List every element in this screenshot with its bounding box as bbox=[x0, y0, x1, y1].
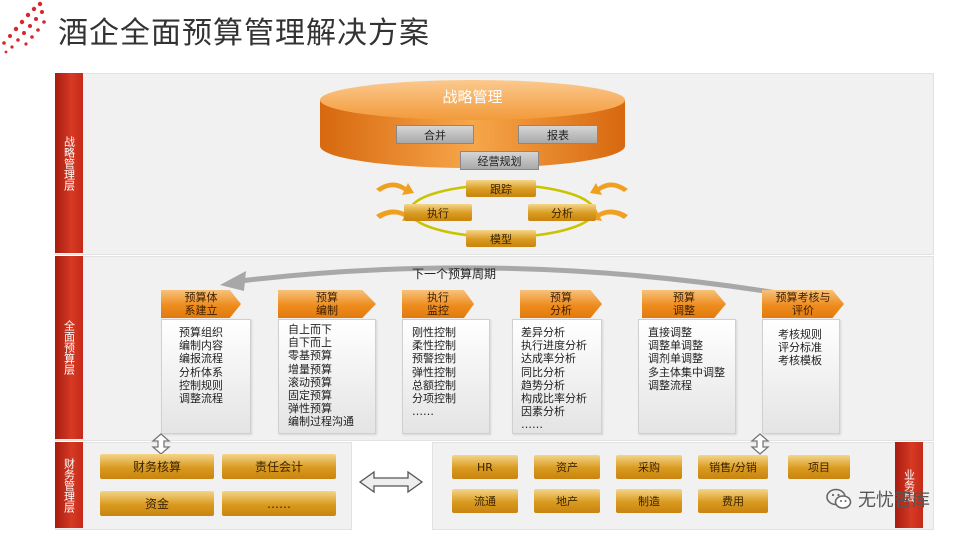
business-item-procurement[interactable]: 采购 bbox=[616, 455, 682, 479]
finance-item-accounting[interactable]: 财务核算 bbox=[100, 454, 214, 479]
updown-arrow-icon bbox=[750, 433, 770, 455]
stage-header-analysis: 预算分析 bbox=[520, 290, 602, 318]
report-button[interactable]: 报表 bbox=[518, 125, 598, 144]
stage-body-evaluate: 考核规则评分标准考核模板 bbox=[762, 319, 840, 434]
stage-header-adjust: 预算调整 bbox=[642, 290, 726, 318]
business-item-sales[interactable]: 销售/分销 bbox=[698, 455, 768, 479]
layer-label-finance: 财务管理层 bbox=[55, 442, 83, 528]
business-item-assets[interactable]: 资产 bbox=[534, 455, 600, 479]
stage-body-setup: 预算组织编制内容编报流程 分析体系控制规则调整流程 bbox=[161, 319, 251, 434]
layer-label-business: 业务层 bbox=[895, 442, 923, 528]
business-item-realestate[interactable]: 地产 bbox=[534, 489, 600, 513]
stage-header-monitor: 执行监控 bbox=[402, 290, 474, 318]
stage-body-compile: 自上而下自下而上零基预算 增量预算滚动预算固定预算 弹性预算编制过程沟通 bbox=[278, 319, 376, 434]
updown-arrow-icon bbox=[151, 433, 171, 455]
layer-label-budget: 全面预算层 bbox=[55, 256, 83, 439]
execute-button[interactable]: 执行 bbox=[404, 204, 472, 221]
double-arrow-icon bbox=[358, 470, 424, 494]
finance-item-funds[interactable]: 资金 bbox=[100, 491, 214, 516]
stage-header-evaluate: 预算考核与评价 bbox=[762, 290, 844, 318]
analyze-button[interactable]: 分析 bbox=[528, 204, 596, 221]
merge-button[interactable]: 合并 bbox=[396, 125, 474, 144]
stage-body-adjust: 直接调整调整单调整调剂单调整 多主体集中调整调整流程 bbox=[638, 319, 736, 434]
track-button[interactable]: 跟踪 bbox=[466, 180, 536, 197]
business-item-manufacturing[interactable]: 制造 bbox=[616, 489, 682, 513]
stage-header-setup: 预算体系建立 bbox=[161, 290, 241, 318]
business-item-hr[interactable]: HR bbox=[452, 455, 518, 479]
model-button[interactable]: 模型 bbox=[466, 230, 536, 247]
business-item-circulation[interactable]: 流通 bbox=[452, 489, 518, 513]
stage-header-compile: 预算编制 bbox=[278, 290, 376, 318]
finance-item-more[interactable]: …… bbox=[222, 491, 336, 516]
planning-button[interactable]: 经营规划 bbox=[460, 151, 539, 170]
wechat-icon bbox=[826, 488, 852, 509]
layer-label-strategy: 战略管理层 bbox=[55, 73, 83, 253]
stage-body-monitor: 刚性控制柔性控制预警控制 弹性控制总额控制分项控制 …… bbox=[402, 319, 490, 434]
logo-dots-icon bbox=[2, 1, 46, 54]
stage-body-analysis: 差异分析执行进度分析达成率分析 同比分析趋势分析构成比率分析 因素分析…… bbox=[512, 319, 602, 434]
next-cycle-label: 下一个预算周期 bbox=[412, 267, 497, 281]
watermark: 无忧智库 bbox=[826, 486, 930, 512]
business-item-project[interactable]: 项目 bbox=[788, 455, 850, 479]
business-item-expense[interactable]: 费用 bbox=[698, 489, 768, 513]
strategy-disc-label: 战略管理 bbox=[442, 88, 503, 106]
next-cycle-arrow bbox=[220, 265, 791, 298]
page-title: 酒企全面预算管理解决方案 bbox=[58, 16, 430, 51]
finance-item-responsibility[interactable]: 责任会计 bbox=[222, 454, 336, 479]
